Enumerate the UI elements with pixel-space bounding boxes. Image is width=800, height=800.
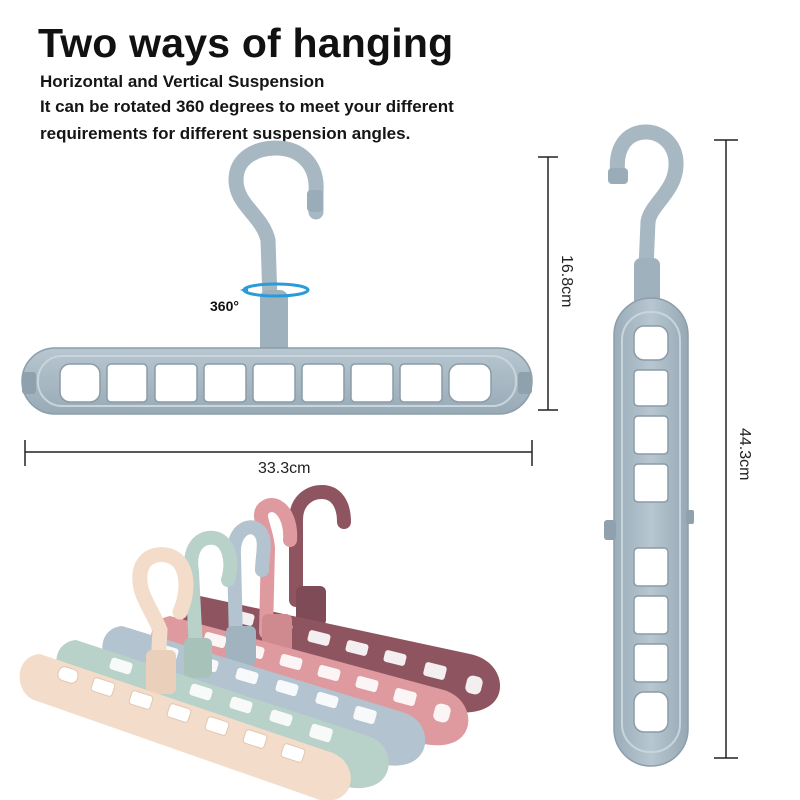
horizontal-hanger: 360° (21, 140, 533, 415)
hook-icon (609, 124, 684, 276)
length-dimension: 44.3cm (714, 139, 753, 759)
width-label: 33.3cm (258, 460, 310, 477)
hook-icon (228, 140, 324, 308)
subtitle-line: Horizontal and Vertical Suspension (40, 72, 325, 91)
height-dimension: 16.8cm (538, 156, 575, 411)
description-line-1: It can be rotated 360 degrees to meet yo… (40, 97, 454, 116)
description-line-2: requirements for different suspension an… (40, 124, 411, 143)
color-variants (19, 484, 501, 800)
width-dimension: 33.3cm (24, 440, 533, 477)
height-label: 16.8cm (558, 255, 575, 307)
page-title: Two ways of hanging (38, 20, 454, 66)
rotation-label: 360° (210, 298, 239, 314)
vertical-hanger (604, 124, 694, 767)
length-label: 44.3cm (736, 428, 753, 480)
hanger-cream (19, 547, 351, 800)
